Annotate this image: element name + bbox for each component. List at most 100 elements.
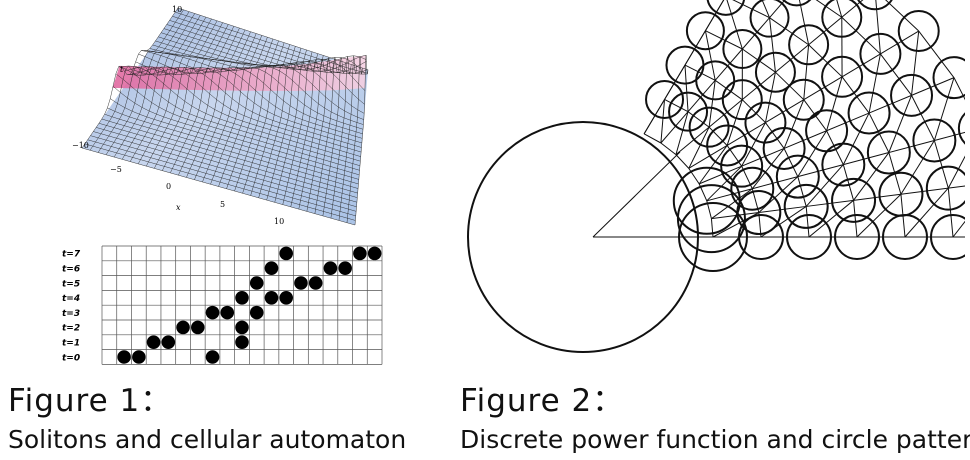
lattice-line [808,199,854,238]
ball [176,320,190,335]
pattern-circle [721,79,763,121]
lattice-line [751,148,785,190]
row-label: t=4 [62,294,80,304]
lattice-line [711,188,753,220]
mesh-line [84,143,356,221]
lattice-line [868,112,890,153]
pattern-circle [685,11,725,51]
lattice-line [684,64,716,81]
lattice-line [775,44,809,73]
pattern-circle [821,55,864,98]
ball [146,335,161,349]
pattern-circle [665,45,705,85]
lattice-line [904,187,949,238]
lattice-line [708,99,743,128]
pattern-circle [859,32,902,75]
ball [161,335,176,349]
lattice-line [714,48,743,81]
mesh-line [124,66,361,157]
x-tick-2: 0 [166,182,171,191]
x-tick-4: 10 [274,217,284,226]
pattern-circle [834,214,880,260]
lattice-line [643,133,662,144]
lattice-line [806,199,854,207]
lattice-line [726,99,743,146]
pattern-circle [786,214,832,260]
mesh-line [144,50,364,125]
lattice-line [758,212,762,238]
lattice-line [769,17,776,73]
lattice-line [875,0,881,54]
row-label: t=5 [62,279,80,289]
lattice-line [741,17,770,50]
lattice-line [706,188,753,202]
pattern-circle [722,29,763,70]
pattern-circle [783,183,829,229]
lattice-line [765,99,805,124]
mesh-line [132,67,362,144]
lattice-line [853,193,902,201]
pattern-circle [782,0,812,7]
lattice-line [675,154,690,169]
lattice-line [704,30,716,81]
pattern-circle [805,109,849,153]
circle-pattern-diagram [467,0,965,353]
lattice-line [843,152,889,166]
figure1-number: Figure 1： [8,383,173,419]
lattice-line [706,165,743,202]
figure1-description: Solitons and cellular automaton [8,424,407,454]
lattice-line [826,130,844,165]
pattern-circle [866,130,911,175]
lattice-line [808,44,843,78]
ball [279,246,293,261]
pattern-circle [645,79,685,119]
lattice-line [803,76,843,101]
lattice-line [758,176,799,213]
mesh-line [135,61,363,139]
lattice-line [880,30,919,55]
lattice-line [758,205,807,214]
mesh-line [81,147,356,226]
lattice-line [675,126,710,155]
lattice-line [868,53,881,114]
ray [592,151,681,238]
lattice-line [888,139,935,154]
pattern-circle [788,24,830,66]
ball [220,305,235,320]
mesh-line [127,66,362,153]
lattice-line [714,79,743,101]
lattice-line [688,126,710,169]
mesh-line [115,73,360,171]
mesh-line [121,65,361,162]
lattice-line [741,122,766,167]
ball [235,291,249,305]
lattice-line [918,30,955,78]
lattice-line [687,80,716,112]
ball [367,246,382,261]
lattice-line [698,165,742,185]
lattice-line [856,193,902,238]
row-label: t=0 [62,353,80,363]
lattice-line [664,99,689,113]
pattern-circle [668,91,709,132]
mesh-line [177,7,369,70]
pattern-circle [706,0,745,16]
pattern-circle [775,154,820,199]
lattice-line [836,0,843,18]
lattice-line [708,126,728,146]
lattice-line [815,0,843,18]
pattern-circle [749,0,790,38]
lattice-line [911,95,935,141]
row-label: t=2 [62,324,80,334]
figure2-description: Discrete power function and circle patte… [460,424,970,454]
soliton-surface-plot: 10 −10 t −5 0 5 10 x [72,5,369,226]
lattice-line [660,99,666,144]
lattice-line [885,0,920,32]
mesh-line [107,107,359,185]
mesh-line [87,139,356,217]
lattice-line [687,111,710,128]
t-tick-top: 10 [172,5,182,14]
lattice-line [684,65,689,112]
ball [235,320,249,335]
lattice-line [797,176,807,207]
